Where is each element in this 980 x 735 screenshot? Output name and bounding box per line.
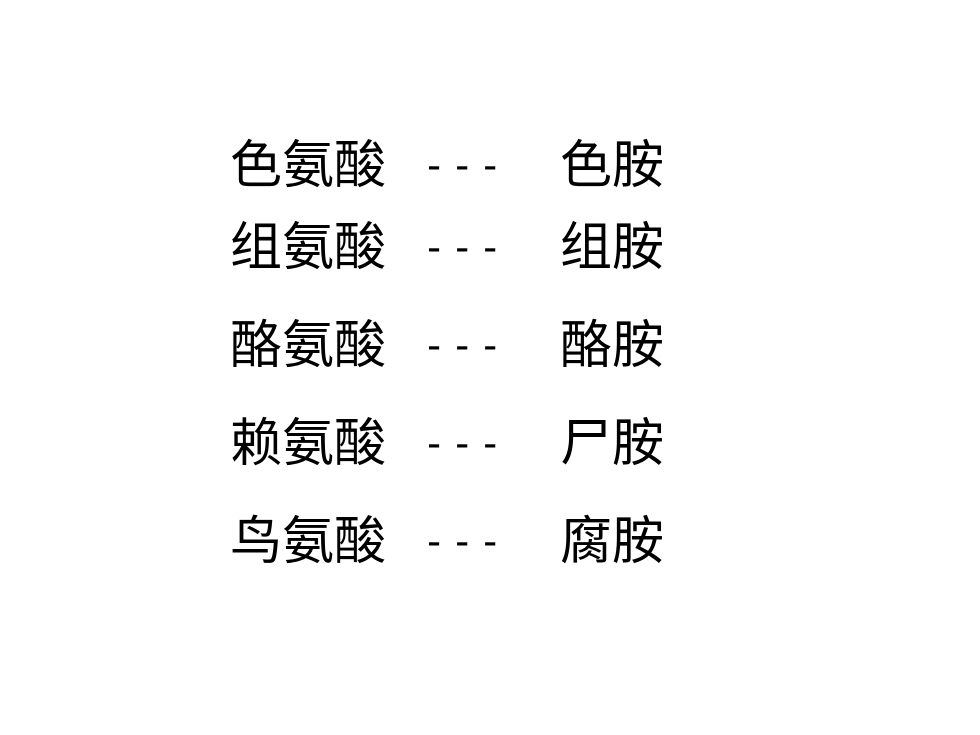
pair-row-tyrosine: 酪氨酸 --- 酪胺 — [230, 297, 664, 395]
amino-acid-label: 组氨酸 — [230, 218, 387, 278]
amine-label: 尸胺 — [560, 414, 665, 474]
amine-label: 色胺 — [560, 136, 665, 196]
amino-acid-label: 鸟氨酸 — [230, 512, 387, 572]
amino-acid-label: 赖氨酸 — [230, 414, 387, 474]
amino-acid-amine-list: 色氨酸 --- 色胺 组氨酸 --- 组胺 酪氨酸 --- 酪胺 赖氨酸 ---… — [230, 133, 664, 591]
amino-acid-label: 色氨酸 — [230, 136, 387, 196]
separator-dash: --- — [422, 323, 507, 369]
amino-acid-label: 酪氨酸 — [230, 316, 387, 376]
separator-dash: --- — [422, 143, 507, 189]
pair-row-histidine: 组氨酸 --- 组胺 — [230, 199, 664, 297]
separator-dash: --- — [422, 225, 507, 271]
amine-label: 腐胺 — [560, 512, 665, 572]
separator-dash: --- — [422, 519, 507, 565]
pair-row-ornithine: 鸟氨酸 --- 腐胺 — [230, 493, 664, 591]
amine-label: 组胺 — [560, 218, 665, 278]
pair-row-lysine: 赖氨酸 --- 尸胺 — [230, 395, 664, 493]
amine-label: 酪胺 — [560, 316, 665, 376]
pair-row-tryptophan: 色氨酸 --- 色胺 — [230, 133, 664, 199]
separator-dash: --- — [422, 421, 507, 467]
